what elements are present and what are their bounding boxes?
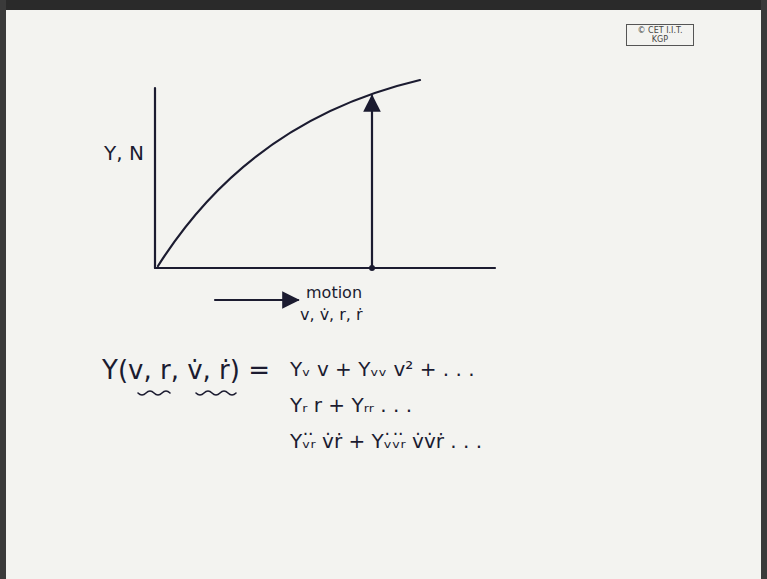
watermark: © CET I.I.T. KGP <box>626 24 694 46</box>
force-curve <box>158 80 420 266</box>
underline-squiggle <box>138 391 170 395</box>
motion-arrow <box>215 299 298 301</box>
axis-label: Y, N <box>104 142 144 165</box>
equation-left: Y(v, r, v̇, ṙ) = <box>102 356 270 386</box>
y-axis <box>154 88 156 268</box>
value-arrow <box>371 96 373 268</box>
equation-term: Yᵥ v + Yᵥᵥ v² + . . . <box>290 358 475 381</box>
right-frame <box>761 0 767 579</box>
axis-label: motion <box>306 284 362 302</box>
motion-variables: v, v̇, r, ṙ <box>300 306 363 324</box>
x-axis <box>155 267 495 269</box>
equation-term: Yᵣ r + Yᵣᵣ . . . <box>290 394 412 417</box>
underline-squiggle <box>196 391 236 395</box>
point-dot <box>369 265 375 271</box>
top-frame <box>0 0 767 10</box>
equation-term: Yᵥ̇ᵣ̇ v̇ṙ + Yᵥ̇ᵥ̇ᵣ̇ v̇v̇ṙ . . . <box>290 430 482 453</box>
left-frame <box>0 0 6 579</box>
